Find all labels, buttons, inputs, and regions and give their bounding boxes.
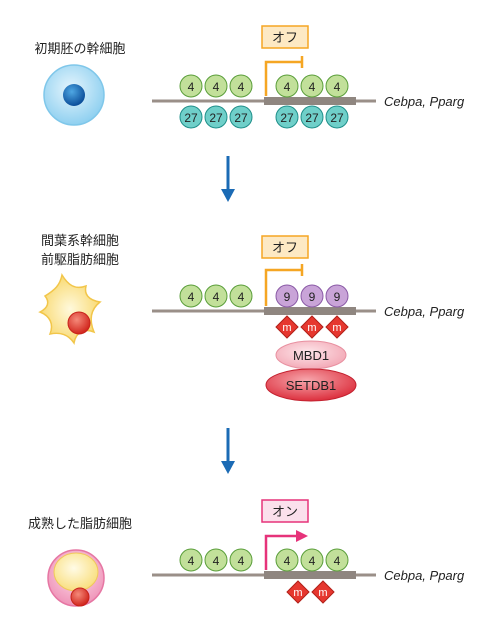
repression-arrow xyxy=(264,264,304,306)
methyl-label: m xyxy=(307,322,316,334)
status-box-off xyxy=(261,235,309,259)
h3k27-mark: 27 xyxy=(275,105,299,129)
gene-region xyxy=(264,307,356,315)
h3k27-label: 27 xyxy=(209,111,223,125)
stage-3: オン 4 4 4 4 4 4 m m Cebpa, Pparg xyxy=(47,499,465,607)
stem-cell-icon xyxy=(43,64,105,126)
h3k9-mark: 9 xyxy=(325,284,349,308)
status-label-off: オフ xyxy=(272,30,298,45)
h3k4-label: 4 xyxy=(213,80,220,94)
gene-name: Cebpa, Pparg xyxy=(384,94,465,109)
mbd1-protein: MBD1 xyxy=(275,340,347,370)
gene-name: Cebpa, Pparg xyxy=(384,304,465,319)
h3k4-mark: 4 xyxy=(275,74,299,98)
h3k4-mark: 4 xyxy=(300,74,324,98)
h3k4-mark: 4 xyxy=(179,284,203,308)
methyl-mark: m xyxy=(275,315,299,339)
h3k4-mark: 4 xyxy=(229,74,253,98)
h3k27-mark: 27 xyxy=(300,105,324,129)
stage-2-label-line-2: 前駆脂肪細胞 xyxy=(40,253,119,268)
stage-3-label-line-1: 成熟した脂肪細胞 xyxy=(27,517,132,532)
activation-arrow xyxy=(264,530,308,570)
methyl-mark: m xyxy=(286,580,310,604)
h3k9-label: 9 xyxy=(309,290,316,304)
methyl-label: m xyxy=(282,322,291,334)
h3k27-label: 27 xyxy=(305,111,319,125)
h3k27-label: 27 xyxy=(280,111,294,125)
h3k4-mark: 4 xyxy=(229,548,253,572)
status-label-off: オフ xyxy=(272,240,298,255)
h3k4-mark: 4 xyxy=(204,284,228,308)
down-arrow-icon xyxy=(221,428,235,474)
h3k27-label: 27 xyxy=(330,111,344,125)
h3k4-mark: 4 xyxy=(179,548,203,572)
adipocyte-icon xyxy=(47,549,105,607)
h3k4-label: 4 xyxy=(238,554,245,568)
stage-1-label-line-1: 初期胚の幹細胞 xyxy=(34,42,126,57)
stage-2: オフ 4 4 4 9 9 9 m m m MBD1 SETDB1 Cebpa, … xyxy=(38,235,465,402)
stage-1: オフ 4 4 4 4 4 4 27 27 27 27 27 27 Cebpa, … xyxy=(43,25,465,129)
methyl-label: m xyxy=(318,587,327,599)
methyl-mark: m xyxy=(300,315,324,339)
h3k4-label: 4 xyxy=(213,554,220,568)
h3k4-mark: 4 xyxy=(275,548,299,572)
mesenchymal-cell-icon xyxy=(38,272,102,345)
h3k4-label: 4 xyxy=(284,80,291,94)
h3k27-mark: 27 xyxy=(204,105,228,129)
h3k4-mark: 4 xyxy=(204,548,228,572)
h3k4-label: 4 xyxy=(213,290,220,304)
status-box-off xyxy=(261,25,309,49)
stage-2-label-line-1: 間葉系幹細胞 xyxy=(40,234,119,249)
setdb1-label: SETDB1 xyxy=(286,378,337,393)
stage-1-label: 初期胚の幹細胞 xyxy=(10,40,150,59)
methyl-mark: m xyxy=(325,315,349,339)
stage-2-label: 間葉系幹細胞 前駆脂肪細胞 xyxy=(10,232,150,270)
h3k4-mark: 4 xyxy=(204,74,228,98)
h3k4-label: 4 xyxy=(334,80,341,94)
h3k27-mark: 27 xyxy=(229,105,253,129)
h3k9-label: 9 xyxy=(334,290,341,304)
h3k4-mark: 4 xyxy=(325,74,349,98)
methyl-label: m xyxy=(293,587,302,599)
status-box-on xyxy=(261,499,309,523)
h3k4-label: 4 xyxy=(188,80,195,94)
repression-arrow xyxy=(264,56,304,96)
gene-region xyxy=(264,571,356,579)
h3k4-label: 4 xyxy=(188,554,195,568)
h3k4-mark: 4 xyxy=(179,74,203,98)
h3k27-mark: 27 xyxy=(179,105,203,129)
h3k4-mark: 4 xyxy=(300,548,324,572)
h3k4-label: 4 xyxy=(188,290,195,304)
h3k4-label: 4 xyxy=(309,554,316,568)
h3k4-label: 4 xyxy=(238,290,245,304)
setdb1-protein: SETDB1 xyxy=(265,368,357,402)
stage-3-label: 成熟した脂肪細胞 xyxy=(10,515,150,534)
h3k4-label: 4 xyxy=(238,80,245,94)
h3k27-mark: 27 xyxy=(325,105,349,129)
h3k9-mark: 9 xyxy=(275,284,299,308)
h3k4-label: 4 xyxy=(284,554,291,568)
gene-region xyxy=(264,97,356,105)
mbd1-label: MBD1 xyxy=(293,348,329,363)
status-label-on: オン xyxy=(272,504,298,519)
gene-name: Cebpa, Pparg xyxy=(384,568,465,583)
methyl-label: m xyxy=(332,322,341,334)
h3k4-mark: 4 xyxy=(229,284,253,308)
down-arrow-icon xyxy=(221,156,235,202)
h3k9-mark: 9 xyxy=(300,284,324,308)
h3k4-label: 4 xyxy=(334,554,341,568)
h3k4-mark: 4 xyxy=(325,548,349,572)
h3k4-label: 4 xyxy=(309,80,316,94)
h3k27-label: 27 xyxy=(234,111,248,125)
h3k9-label: 9 xyxy=(284,290,291,304)
h3k27-label: 27 xyxy=(184,111,198,125)
methyl-mark: m xyxy=(311,580,335,604)
